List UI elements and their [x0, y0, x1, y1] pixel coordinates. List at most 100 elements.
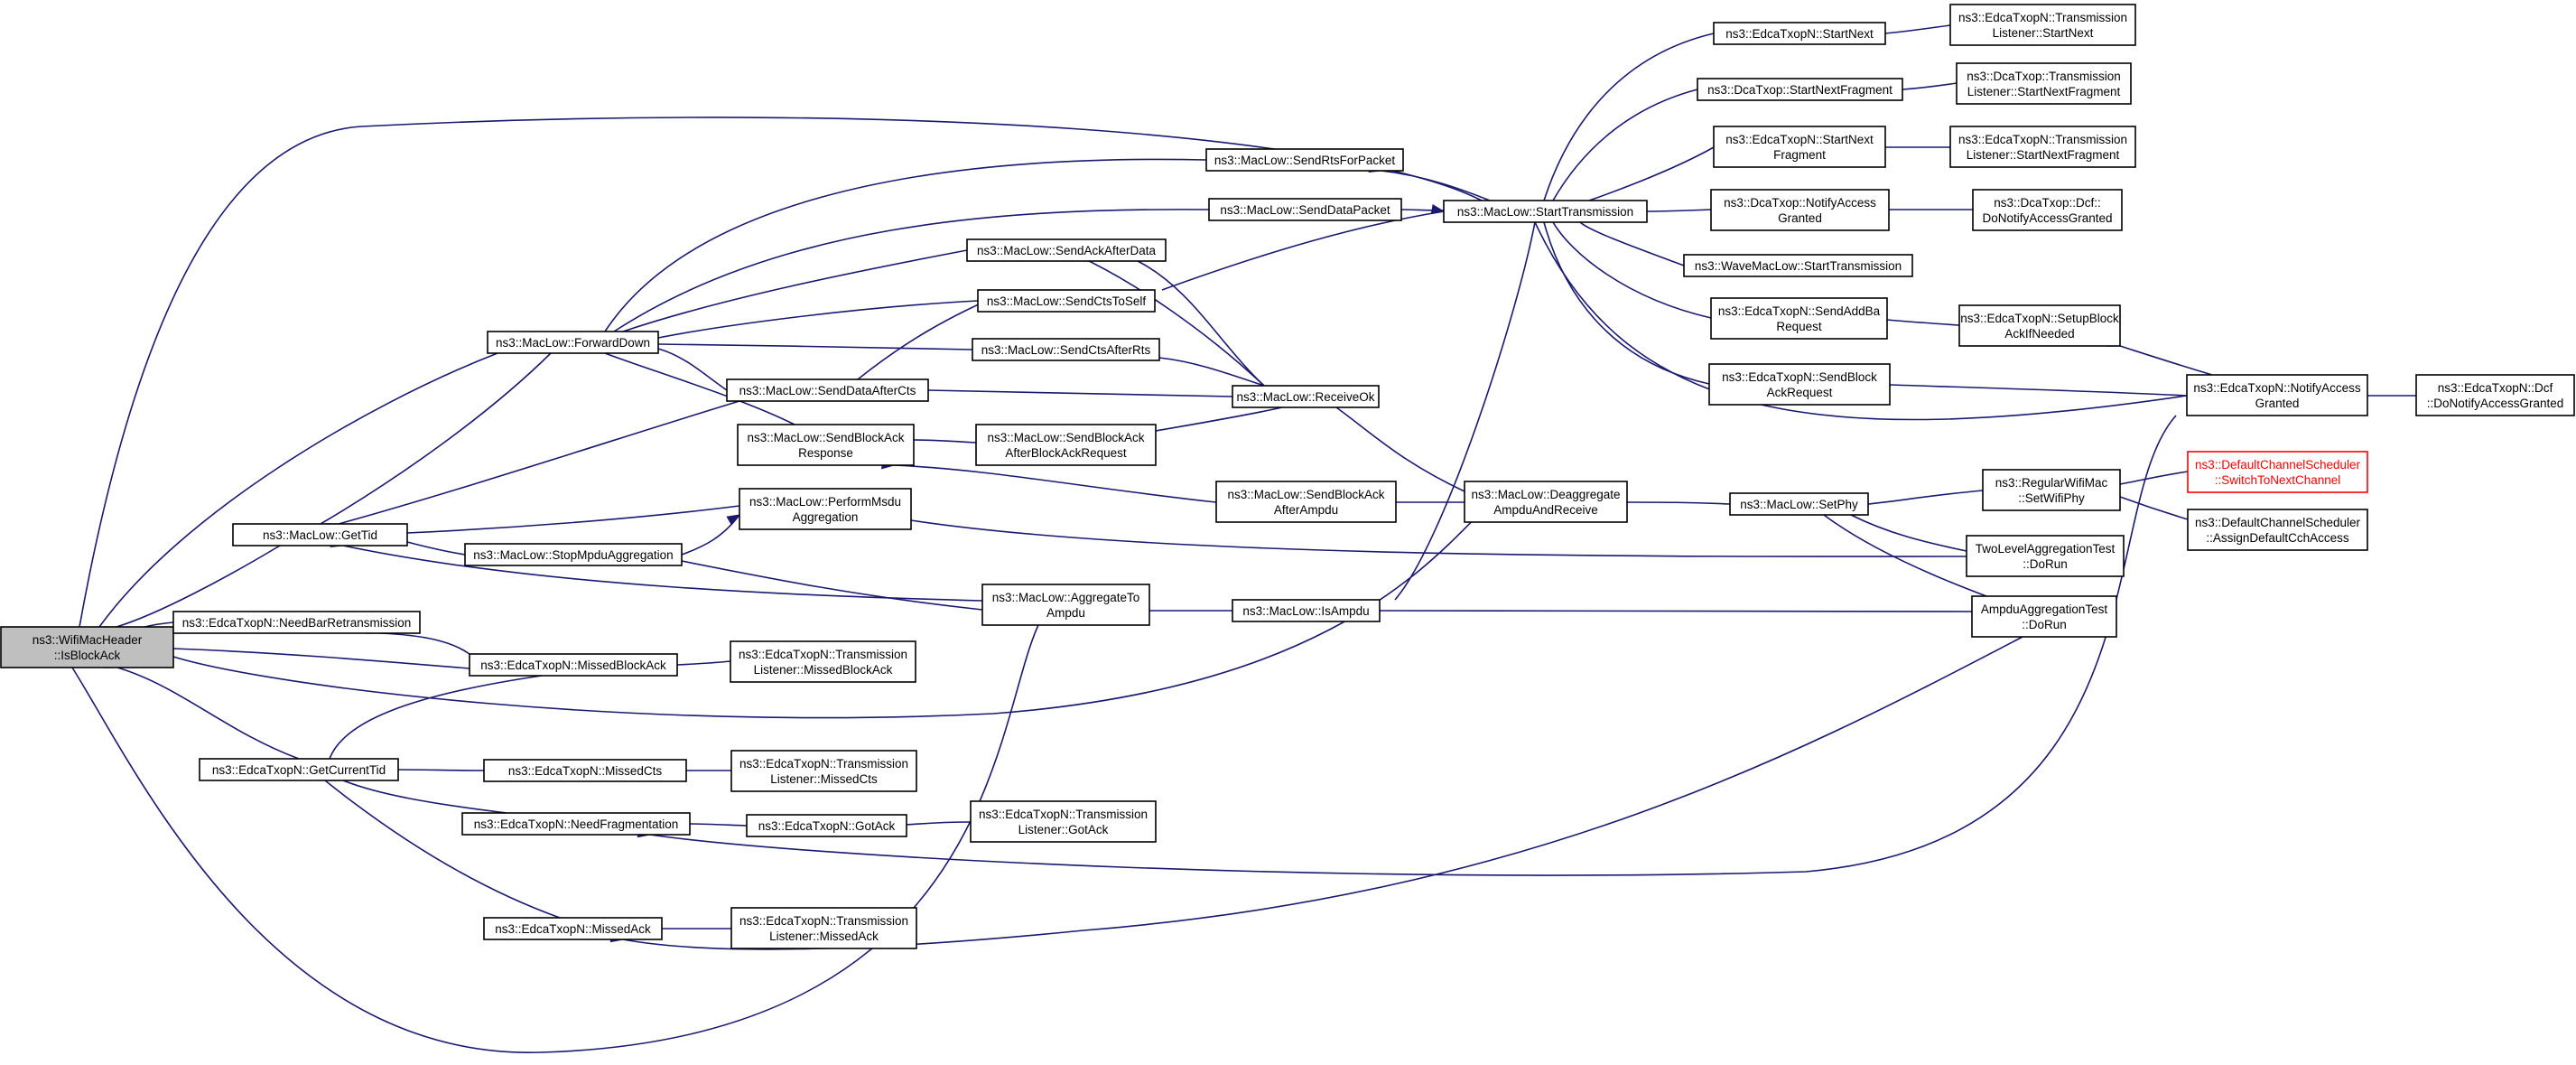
- node-box: [464, 543, 683, 566]
- node-dca-tl-startnextfrag[interactable]: ns3::DcaTxop::TransmissionListener::Star…: [1956, 62, 2132, 105]
- node-label: ns3::EdcaTxopN::SendBlock: [1722, 370, 1877, 384]
- node-assigndefault[interactable]: ns3::DefaultChannelScheduler::AssignDefa…: [2187, 509, 2368, 551]
- call-edge: [1579, 221, 1685, 266]
- node-sendbaafterbar[interactable]: ns3::MacLow::SendBlockAckAfterBlockAckRe…: [975, 424, 1157, 466]
- call-edge: [320, 352, 552, 525]
- node-label: ns3::MacLow::GetTid: [263, 528, 377, 542]
- call-edge: [1161, 210, 1445, 291]
- node-regular-setwifiphy[interactable]: ns3::RegularWifiMac::SetWifiPhy: [1982, 469, 2121, 511]
- node-wave-starttx[interactable]: ns3::WaveMacLow::StartTransmission: [1683, 254, 1913, 277]
- node-gettid[interactable]: ns3::MacLow::GetTid: [232, 523, 408, 547]
- node-sendctsafterrts[interactable]: ns3::MacLow::SendCtsAfterRts: [972, 338, 1160, 361]
- node-box: [2415, 374, 2575, 416]
- node-label: ns3::MacLow::Deaggregate: [1471, 488, 1620, 501]
- node-receiveok[interactable]: ns3::MacLow::ReceiveOk: [1232, 385, 1380, 408]
- node-missedba[interactable]: ns3::EdcaTxopN::MissedBlockAck: [469, 653, 678, 677]
- call-edge: [622, 636, 2023, 950]
- node-dca-startnextfrag[interactable]: ns3::DcaTxop::StartNextFragment: [1697, 78, 1903, 101]
- node-box: [461, 812, 691, 836]
- call-edge: [681, 560, 983, 611]
- node-edca-notifyaccess[interactable]: ns3::EdcaTxopN::NotifyAccessGranted: [2186, 374, 2368, 416]
- node-label: Listener::StartNextFragment: [1967, 85, 2121, 98]
- node-label: ns3::EdcaTxopN::MissedCts: [508, 764, 663, 778]
- node-box: [1713, 22, 1886, 45]
- node-gotack[interactable]: ns3::EdcaTxopN::GotAck: [746, 814, 907, 837]
- node-edca-startnextfrag[interactable]: ns3::EdcaTxopN::StartNextFragment: [1713, 126, 1886, 168]
- node-missedack[interactable]: ns3::EdcaTxopN::MissedAck: [483, 917, 663, 940]
- node-label: ns3::WaveMacLow::StartTransmission: [1695, 259, 1902, 273]
- node-senddataaftercts[interactable]: ns3::MacLow::SendDataAfterCts: [726, 378, 929, 402]
- node-setphy[interactable]: ns3::MacLow::SetPhy: [1729, 492, 1869, 516]
- node-needbar[interactable]: ns3::EdcaTxopN::NeedBarRetransmission: [172, 611, 421, 634]
- node-root[interactable]: ns3::WifiMacHeader::IsBlockAck: [0, 626, 174, 668]
- node-label: Response: [798, 446, 853, 460]
- node-twolevel-dorun[interactable]: TwoLevelAggregationTest::DoRun: [1966, 535, 2125, 577]
- call-edge: [604, 352, 795, 425]
- node-tl-missedack[interactable]: ns3::EdcaTxopN::TransmissionListener::Mi…: [730, 907, 917, 949]
- node-tl-missedcts[interactable]: ns3::EdcaTxopN::TransmissionListener::Mi…: [730, 750, 917, 792]
- call-edge: [79, 117, 1483, 628]
- node-sendackafterdata[interactable]: ns3::MacLow::SendAckAfterData: [966, 238, 1167, 262]
- node-box: [970, 800, 1157, 843]
- node-isampdu[interactable]: ns3::MacLow::IsAmpdu: [1232, 599, 1381, 622]
- node-label: Listener::MissedCts: [770, 772, 878, 786]
- node-fwddown[interactable]: ns3::MacLow::ForwardDown: [487, 331, 659, 354]
- node-box: [1966, 535, 2125, 577]
- node-dca-notifyaccess[interactable]: ns3::DcaTxop::NotifyAccessGranted: [1710, 189, 1890, 231]
- node-tl-startnext[interactable]: ns3::EdcaTxopN::TransmissionListener::St…: [1949, 4, 2136, 46]
- node-dcf-donotify[interactable]: ns3::DcaTxop::Dcf::DoNotifyAccessGranted: [1972, 189, 2123, 231]
- node-starttx[interactable]: ns3::MacLow::StartTransmission: [1443, 200, 1648, 223]
- node-label: ::AssignDefaultCchAccess: [2206, 531, 2349, 545]
- node-box: [487, 331, 659, 354]
- node-label: AmpduAggregationTest: [1981, 603, 2108, 616]
- node-tl-missedba[interactable]: ns3::EdcaTxopN::TransmissionListener::Mi…: [730, 640, 916, 683]
- node-label: ns3::MacLow::SendBlockAck: [1227, 488, 1384, 501]
- node-box: [1708, 363, 1891, 406]
- node-edca-dcf-donotify[interactable]: ns3::EdcaTxopN::Dcf::DoNotifyAccessGrant…: [2415, 374, 2575, 416]
- node-box: [1208, 198, 1402, 221]
- node-label: ns3::EdcaTxopN::NeedBarRetransmission: [182, 616, 412, 630]
- node-label: ::SetWifiPhy: [2018, 491, 2085, 505]
- call-edge: [906, 821, 972, 826]
- call-edge: [1158, 357, 1265, 387]
- node-needfrag[interactable]: ns3::EdcaTxopN::NeedFragmentation: [461, 812, 691, 836]
- node-label: ns3::EdcaTxopN::Transmission: [1958, 133, 2127, 146]
- call-edge: [378, 632, 470, 655]
- node-label: ::DoNotifyAccessGranted: [2427, 397, 2564, 410]
- call-edge: [172, 648, 470, 669]
- node-stopmpdu[interactable]: ns3::MacLow::StopMpduAggregation: [464, 543, 683, 566]
- node-edca-tl-startnextfrag[interactable]: ns3::EdcaTxopN::TransmissionListener::St…: [1949, 126, 2136, 168]
- node-ampduagg-dorun[interactable]: AmpduAggregationTest::DoRun: [1971, 595, 2117, 638]
- node-label: Listener::MissedAck: [769, 930, 879, 943]
- node-box: [232, 523, 408, 547]
- node-box: [0, 626, 174, 668]
- node-senddatapacket[interactable]: ns3::MacLow::SendDataPacket: [1208, 198, 1402, 221]
- node-label: ns3::EdcaTxopN::StartNext: [1725, 27, 1874, 41]
- node-sendrtsforpacket[interactable]: ns3::MacLow::SendRtsForPacket: [1205, 148, 1404, 172]
- node-label: AckRequest: [1767, 386, 1833, 399]
- node-sendctstoself[interactable]: ns3::MacLow::SendCtsToSelf: [977, 289, 1156, 313]
- node-box: [172, 611, 421, 634]
- node-startnext[interactable]: ns3::EdcaTxopN::StartNext: [1713, 22, 1886, 45]
- node-getcurtid[interactable]: ns3::EdcaTxopN::GetCurrentTid: [199, 758, 399, 781]
- node-switchtonext[interactable]: ns3::DefaultChannelScheduler::SwitchToNe…: [2187, 451, 2368, 493]
- call-edge: [172, 496, 1498, 719]
- node-label: ns3::DcaTxop::Dcf::: [1994, 196, 2101, 210]
- node-missedcts[interactable]: ns3::EdcaTxopN::MissedCts: [483, 759, 687, 782]
- node-box: [1710, 189, 1890, 231]
- node-tl-gotack[interactable]: ns3::EdcaTxopN::TransmissionListener::Go…: [970, 800, 1157, 843]
- node-label: TwoLevelAggregationTest: [1976, 542, 2116, 556]
- call-edge: [676, 660, 731, 666]
- node-box: [1232, 599, 1381, 622]
- node-label: ns3::MacLow::PerformMsdu: [749, 495, 901, 509]
- call-edge: [657, 348, 728, 391]
- call-edge: [1155, 406, 1283, 432]
